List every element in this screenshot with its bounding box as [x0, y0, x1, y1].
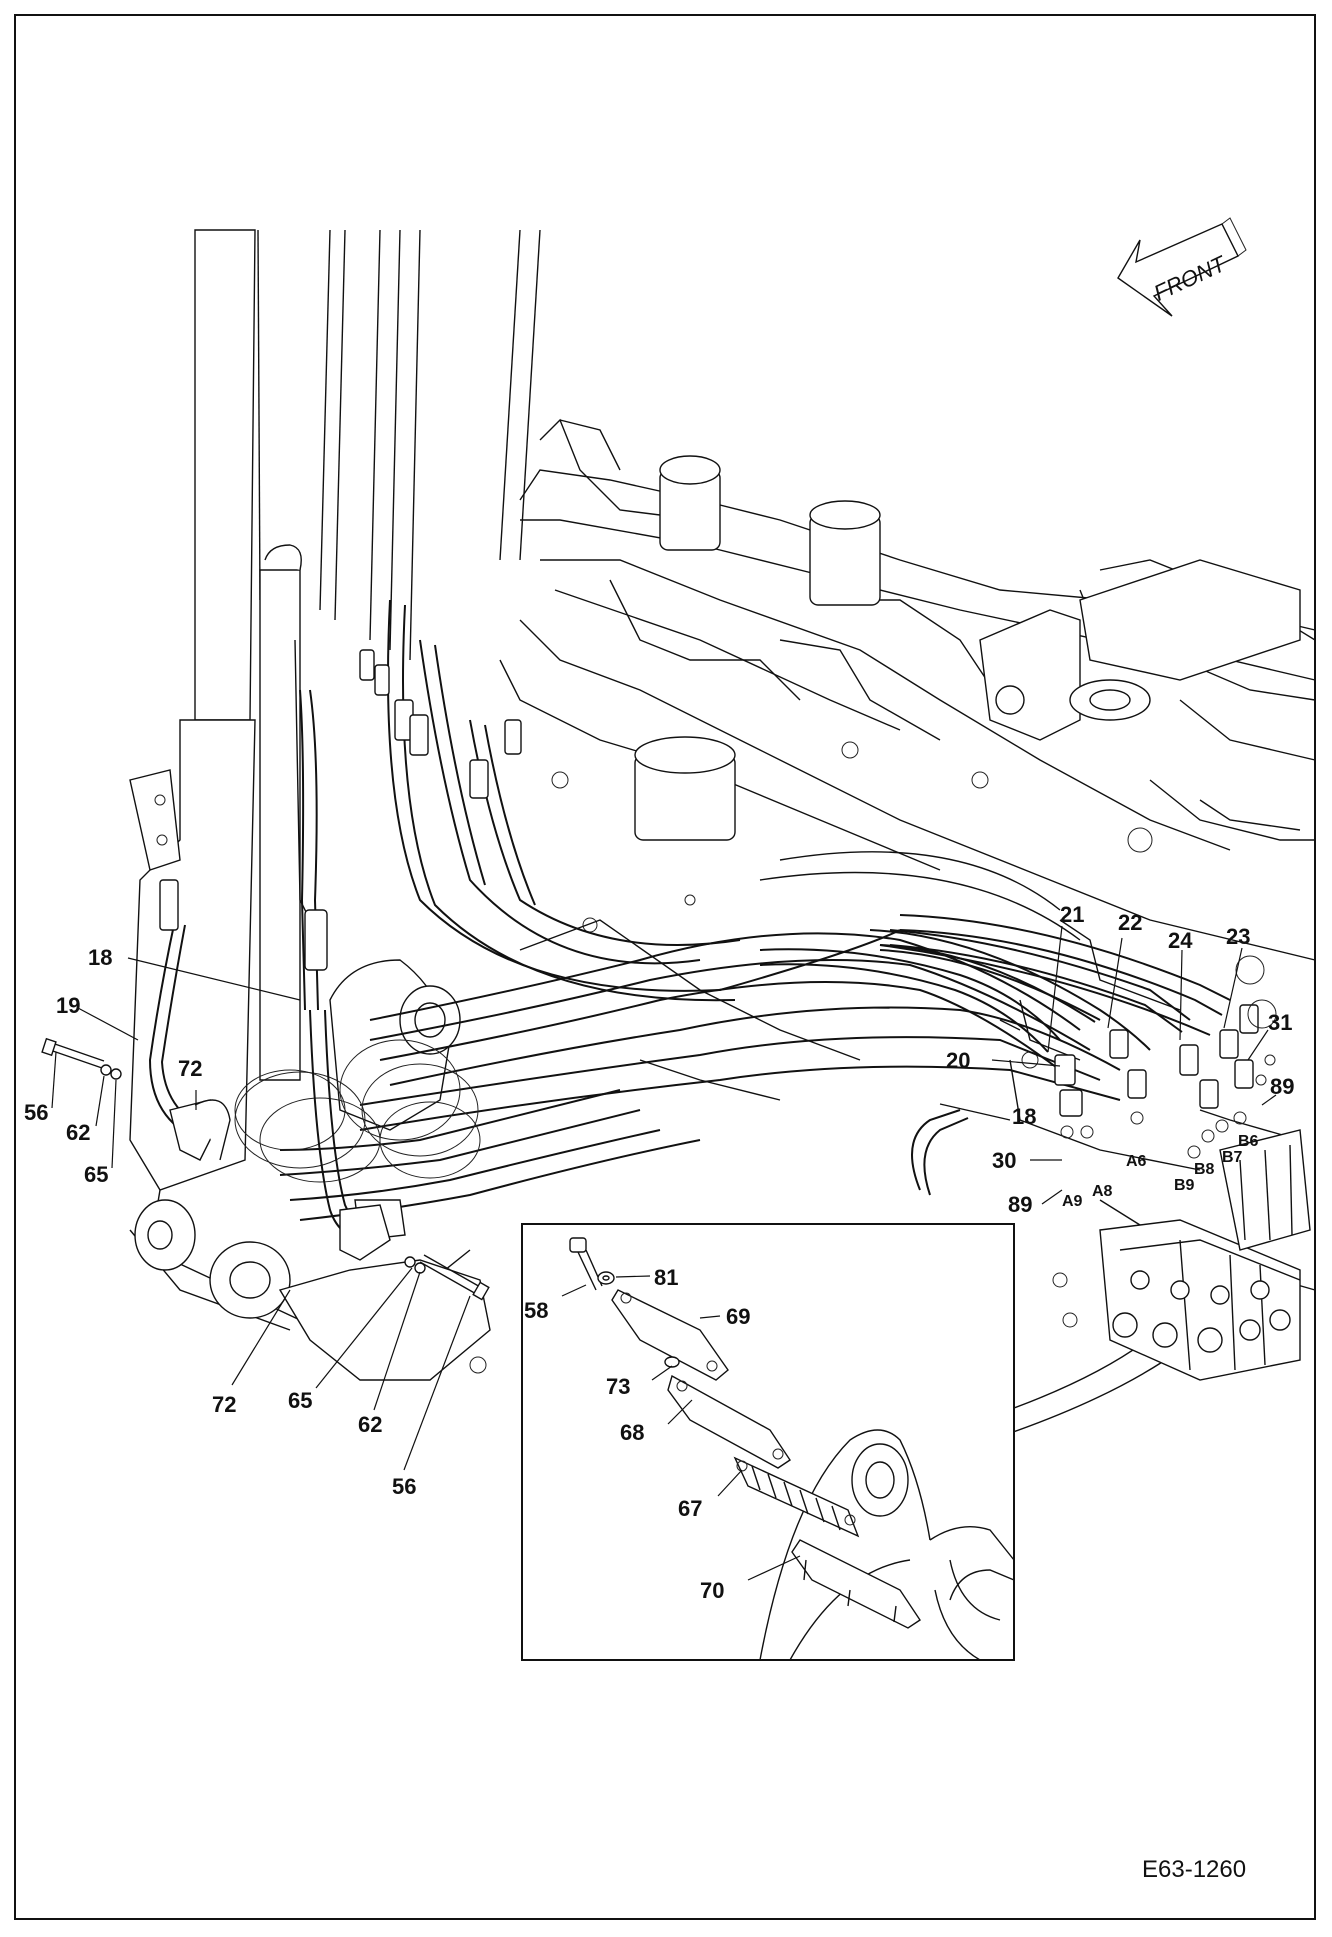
callout-18: 18 [1012, 1104, 1036, 1129]
callout-72: 72 [212, 1392, 236, 1417]
callout-21: 21 [1060, 902, 1084, 927]
callout-31: 31 [1268, 1010, 1292, 1035]
detail-callout-81: 81 [654, 1265, 678, 1290]
valve-hoses [759, 914, 1277, 1159]
callout-22: 22 [1118, 910, 1142, 935]
callout-19: 19 [56, 993, 80, 1018]
detail-callout-73: 73 [606, 1374, 630, 1399]
callout-30: 30 [992, 1148, 1016, 1173]
callout-72: 72 [178, 1056, 202, 1081]
port-label-a8: A8 [1092, 1183, 1113, 1200]
callout-65: 65 [288, 1388, 312, 1413]
control-valve [1099, 1129, 1311, 1381]
upper-frame [499, 418, 1316, 1441]
detail-callout-67: 67 [678, 1496, 702, 1521]
callout-56: 56 [392, 1474, 416, 1499]
detail-callout-70: 70 [700, 1578, 724, 1603]
callout-20: 20 [946, 1048, 970, 1073]
bolt-set-left [41, 1037, 231, 1161]
callout-62: 62 [358, 1412, 382, 1437]
callout-24: 24 [1168, 928, 1193, 953]
callout-65: 65 [84, 1162, 108, 1187]
callout-23: 23 [1226, 924, 1250, 949]
detail-callout-68: 68 [620, 1420, 644, 1445]
callout-labels: 18 19 56 62 65 72 72 65 62 56 21 22 24 2… [24, 902, 1294, 1603]
leader-lines [51, 925, 1277, 1471]
port-label-a9: A9 [1062, 1193, 1083, 1210]
port-label-b8: B8 [1194, 1161, 1215, 1178]
detail-callout-58: 58 [524, 1298, 548, 1323]
port-label-b6: B6 [1238, 1133, 1259, 1150]
callout-62: 62 [66, 1120, 90, 1145]
boom-structure [129, 229, 541, 1381]
front-direction-arrow [1117, 217, 1247, 317]
callout-18: 18 [88, 945, 112, 970]
detail-inset [521, 1223, 1015, 1661]
bolt-set-center [339, 1204, 490, 1301]
port-label-a6: A6 [1126, 1153, 1147, 1170]
figure-id: E63-1260 [1142, 1856, 1246, 1883]
port-label-b9: B9 [1174, 1177, 1195, 1194]
callout-89: 89 [1008, 1192, 1032, 1217]
port-label-b7: B7 [1222, 1149, 1243, 1166]
detail-callout-69: 69 [726, 1304, 750, 1329]
callout-56: 56 [24, 1100, 48, 1125]
callout-89: 89 [1270, 1074, 1294, 1099]
